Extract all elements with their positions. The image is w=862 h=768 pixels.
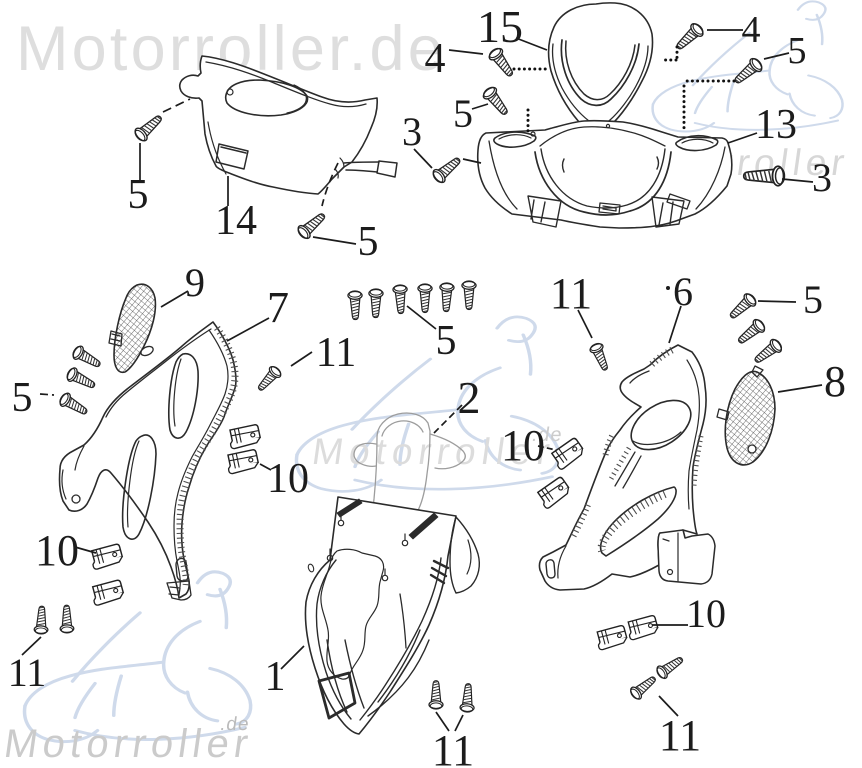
- svg-text:5: 5: [436, 318, 457, 364]
- svg-text:4: 4: [425, 36, 446, 82]
- svg-text:.de: .de: [530, 424, 564, 446]
- svg-text:10: 10: [267, 456, 309, 502]
- svg-text:10: 10: [35, 526, 79, 575]
- svg-text:11: 11: [8, 650, 47, 695]
- svg-text:10: 10: [501, 421, 545, 470]
- svg-text:2: 2: [458, 372, 481, 423]
- svg-text:5: 5: [128, 172, 149, 218]
- svg-text:Motorroller: Motorroller: [310, 430, 559, 472]
- svg-text:5: 5: [12, 375, 33, 421]
- svg-text:7: 7: [267, 283, 289, 332]
- svg-text:3: 3: [402, 109, 422, 154]
- svg-text:9: 9: [185, 260, 205, 305]
- svg-text:3: 3: [812, 155, 832, 200]
- svg-text:Motorroller: Motorroller: [1, 721, 256, 766]
- svg-text:.de: .de: [219, 714, 251, 735]
- svg-text:8: 8: [824, 357, 846, 406]
- svg-text:13: 13: [755, 102, 797, 148]
- svg-text:11: 11: [550, 269, 592, 318]
- svg-text:5: 5: [358, 219, 379, 265]
- svg-text:6: 6: [673, 269, 693, 314]
- svg-text:11: 11: [432, 726, 474, 768]
- svg-text:11: 11: [659, 711, 701, 760]
- svg-text:10: 10: [686, 591, 726, 636]
- svg-text:5: 5: [453, 91, 473, 136]
- svg-text:1: 1: [265, 654, 286, 700]
- svg-text:5: 5: [803, 277, 823, 322]
- svg-text:15: 15: [477, 1, 523, 52]
- svg-text:14: 14: [215, 198, 257, 244]
- svg-text:5: 5: [788, 30, 807, 72]
- svg-text:4: 4: [742, 9, 761, 51]
- svg-text:11: 11: [316, 330, 356, 376]
